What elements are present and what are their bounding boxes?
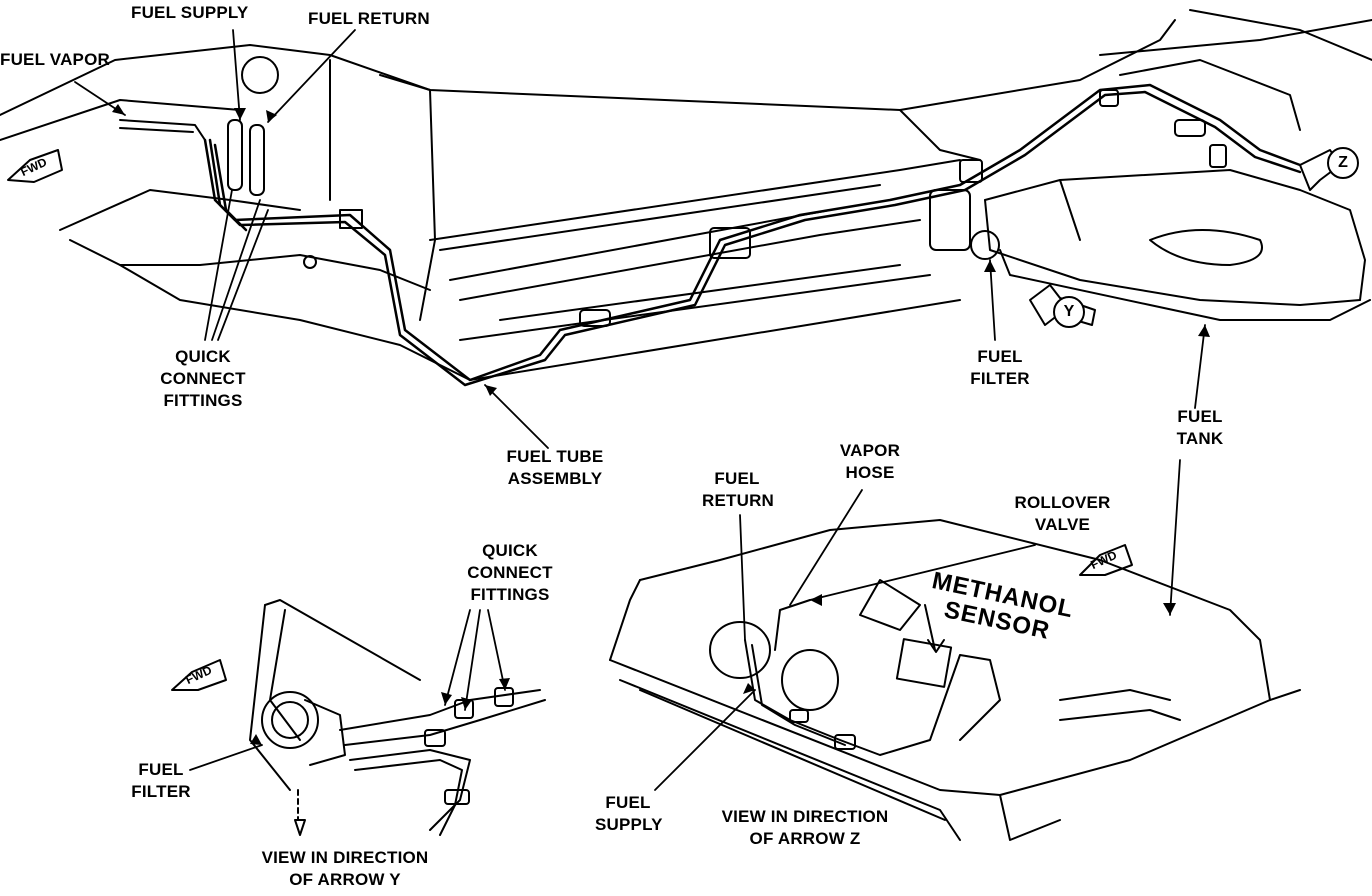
label-fuel-return-top: FUEL RETURN bbox=[308, 9, 430, 28]
fuel-fittings-top bbox=[119, 56, 1227, 327]
arrowheads bbox=[112, 104, 1210, 745]
view-marker-z: Z bbox=[1327, 147, 1359, 179]
view-marker-y: Y bbox=[1053, 296, 1085, 328]
fwd-arrows bbox=[7, 149, 1133, 691]
filter-detail-view-y bbox=[249, 599, 546, 836]
label-fuel-vapor: FUEL VAPOR bbox=[0, 50, 110, 69]
fuel-tube-lines bbox=[203, 83, 1302, 387]
fuel-tank-outline bbox=[984, 169, 1371, 321]
leader-lines bbox=[74, 29, 1206, 791]
tank-detail-view-z bbox=[609, 519, 1301, 841]
label-fuel-supply-top: FUEL SUPPLY bbox=[131, 3, 249, 22]
underbody-outline bbox=[0, 9, 1372, 381]
